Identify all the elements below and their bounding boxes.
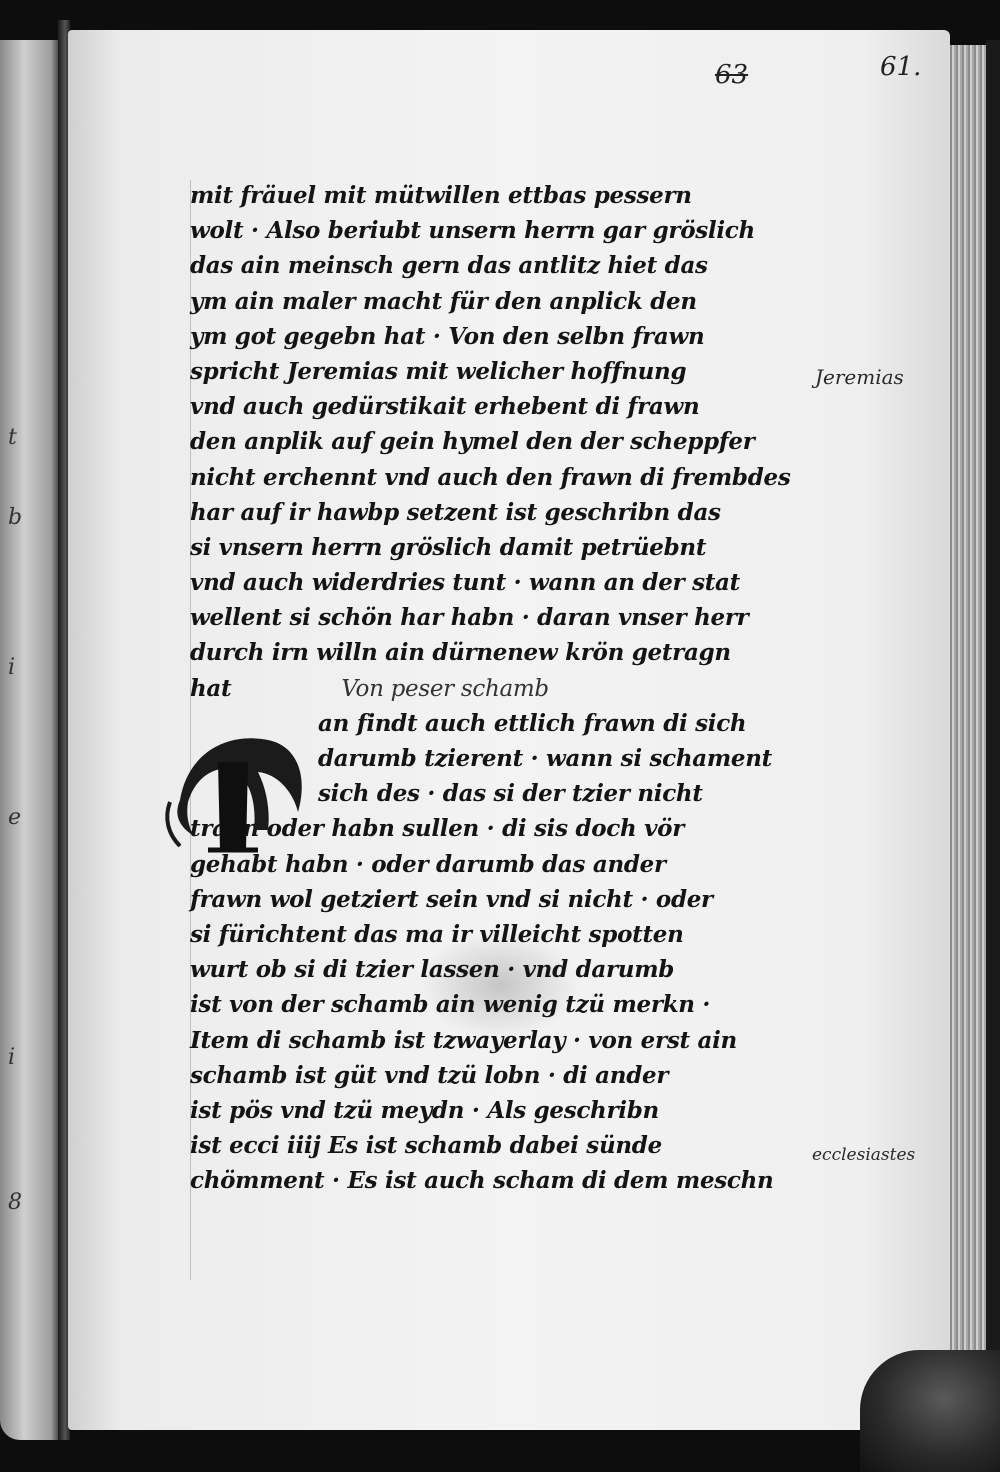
text-line: har auf ir hawbp setzent ist geschribn d… (190, 498, 721, 526)
right-page (68, 30, 950, 1430)
left-page-edge (0, 40, 60, 1440)
text-line: das ain meinsch gern das antlitz hiet da… (190, 252, 708, 280)
text-line: durch irn willn ain dürnenew krön getrag… (190, 639, 731, 667)
section-line: Item di schamb ist tzwayerlay · von erst… (190, 1026, 737, 1054)
text-line: si vnsern herrn gröslich damit petrüebnt (190, 533, 707, 561)
margin-note-ecclesiastes: ecclesiastes (812, 1145, 916, 1165)
page-edges (950, 45, 986, 1435)
drop-initial-m: M (158, 722, 318, 872)
section-line: darumb tzierent · wann si schament (318, 745, 772, 772)
binding-edge (986, 40, 1000, 1440)
section-line: frawn wol getziert sein vnd si nicht · o… (190, 885, 713, 913)
text-line-end: hat (190, 674, 232, 702)
section-line: tragn oder habn sullen · di sis doch vör (190, 815, 685, 843)
ruling-line (190, 180, 191, 1280)
text-line-with-heading: hat Von peser schamb (190, 671, 890, 706)
section-line: gehabt habn · oder darumb das ander (190, 850, 666, 878)
page-stain (420, 930, 580, 1040)
drop-initial-graphic (165, 738, 302, 853)
section-line: ist pös vnd tzü meydn · Als geschribn (190, 1096, 659, 1124)
folio-number-crossed: 63 (715, 60, 749, 90)
text-line: den anplik auf gein hymel den der schepp… (190, 428, 755, 456)
section-line: ist von der schamb ain wenig tzü merkn · (190, 991, 711, 1019)
section-line: wurt ob si di tzier lassen · vnd darumb (190, 956, 675, 984)
book-gutter (58, 20, 70, 1440)
section-line: an findt auch ettlich frawn di sich (318, 709, 747, 737)
margin-note-jeremias: Jeremias (815, 365, 904, 389)
text-line: vnd auch widerdries tunt · wann an der s… (190, 569, 740, 597)
text-line: ym ain maler macht für den anplick den (190, 287, 697, 315)
section-heading: Von peser schamb (341, 675, 549, 702)
drop-initial-letter: M (158, 722, 159, 723)
left-mark: e (8, 805, 22, 830)
left-mark: b (8, 505, 23, 530)
main-text: mit fräuel mit mütwillen ettbas pessern … (190, 178, 890, 1198)
section-line: si fürichtent das ma ir villeicht spotte… (190, 920, 684, 948)
text-line: nicht erchennt vnd auch den frawn di fre… (190, 463, 791, 491)
section-line: schamb ist güt vnd tzü lobn · di ander (190, 1061, 669, 1089)
left-mark: 8 (8, 1190, 22, 1215)
text-line: wellent si schön har habn · daran vnser … (190, 604, 749, 632)
text-line: mit fräuel mit mütwillen ettbas pessern (190, 182, 692, 209)
left-mark: t (8, 425, 17, 450)
holding-thumb (860, 1350, 1000, 1472)
section-line: chömment · Es ist auch scham di dem mesc… (190, 1167, 774, 1195)
text-line: vnd auch gedürstikait erhebent di frawn (190, 393, 700, 421)
text-line: ym got gegebn hat · Von den selbn frawn (190, 322, 705, 350)
text-line: spricht Jeremias mit welicher hoffnung (190, 357, 687, 385)
left-mark: i (8, 1045, 16, 1070)
left-mark: i (8, 655, 16, 680)
section-line: sich des · das si der tzier nicht (318, 780, 703, 808)
section-line: ist ecci iiij Es ist schamb dabei sünde (190, 1132, 662, 1160)
folio-number: 61. (880, 52, 922, 82)
text-line: wolt · Also beriubt unsern herrn gar grö… (190, 217, 755, 245)
